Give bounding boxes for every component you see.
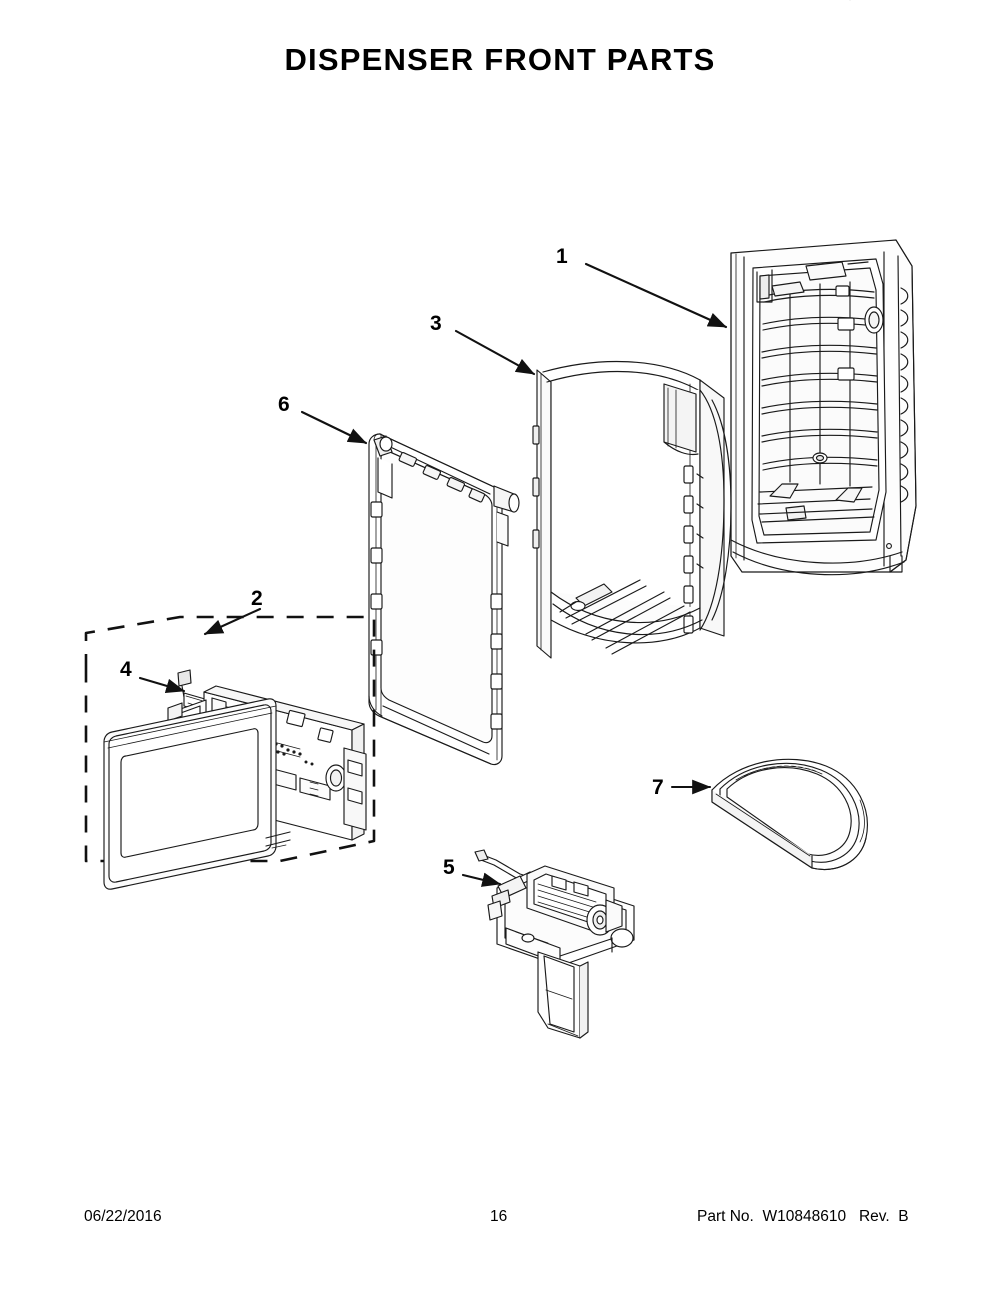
part-3-dispenser-cavity-liner [532, 360, 732, 659]
part-5-dispenser-actuator-assembly [474, 849, 635, 1039]
footer-page-number: 16 [490, 1208, 508, 1225]
callout-number-4: 4 [120, 658, 132, 681]
callout-leader-5 [461, 872, 502, 887]
callout-number-6: 6 [278, 393, 290, 416]
callout-number-3: 3 [430, 312, 442, 335]
display-lens-faceplate [103, 698, 291, 890]
part-1-dispenser-front-panel [730, 0, 917, 576]
part-6-dispenser-frame-bezel [368, 433, 520, 766]
part-2-control-panel-assembly-box [84, 615, 376, 863]
callout-number-5: 5 [443, 856, 455, 879]
callout-leader-2 [203, 607, 262, 636]
callout-leader-arrows [138, 262, 728, 887]
callout-number-1: 1 [556, 245, 568, 268]
callout-leader-3 [454, 329, 536, 376]
callout-leader-6 [300, 410, 368, 445]
callout-number-7: 7 [652, 776, 664, 799]
page-title: DISPENSER FRONT PARTS [284, 42, 716, 77]
callout-leader-1 [584, 262, 728, 329]
footer-part-reference: Part No. W10848610 Rev. B [697, 1208, 909, 1225]
callout-number-2: 2 [251, 587, 263, 610]
callout-leader-4 [138, 676, 186, 693]
footer-date: 06/22/2016 [84, 1208, 162, 1225]
part-7-drip-tray-grille [711, 758, 868, 870]
